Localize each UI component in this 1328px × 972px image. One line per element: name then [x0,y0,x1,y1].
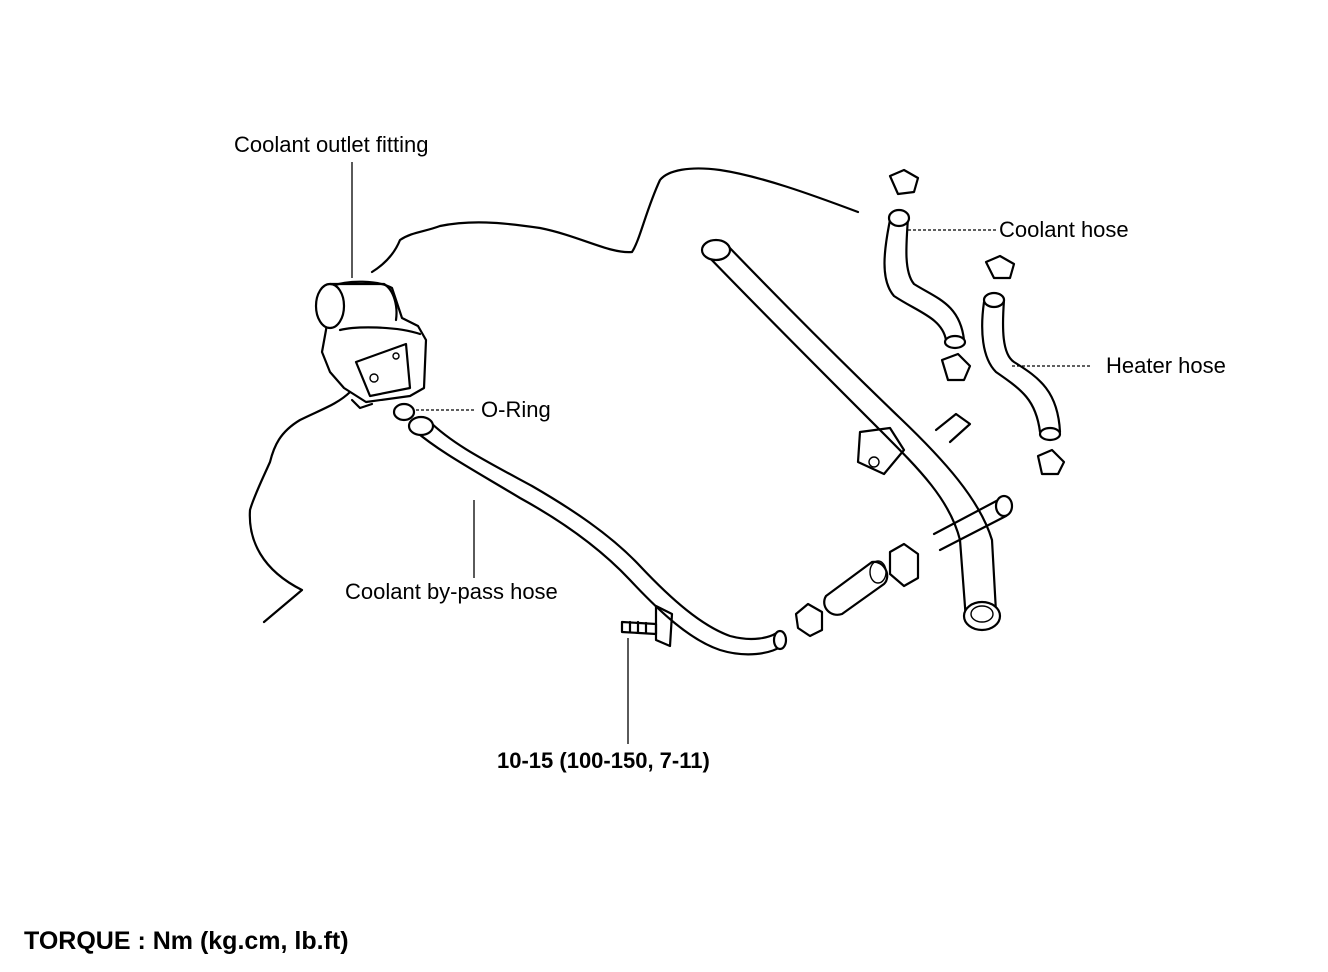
water-pipe [700,238,1014,632]
label-o-ring: O-Ring [481,397,551,422]
label-coolant-hose: Coolant hose [999,217,1129,242]
connector-hose [794,542,920,638]
footer-torque-units: TORQUE : Nm (kg.cm, lb.ft) [24,927,349,955]
heater-hose-shape [981,254,1066,476]
coolant-outlet-fitting [314,280,428,410]
label-coolant-bypass-hose: Coolant by-pass hose [345,579,558,604]
coolant-hose-shape [883,168,972,382]
engine-outline [370,167,860,274]
coolant-bypass-hose-shape [407,415,788,656]
label-coolant-outlet-fitting: Coolant outlet fitting [234,132,429,157]
bolt-and-bracket [620,604,674,648]
label-heater-hose: Heater hose [1106,353,1226,378]
o-ring-shape [392,402,416,422]
label-torque-value: 10-15 (100-150, 7-11) [497,748,710,773]
engine-outline-lower [248,390,352,624]
